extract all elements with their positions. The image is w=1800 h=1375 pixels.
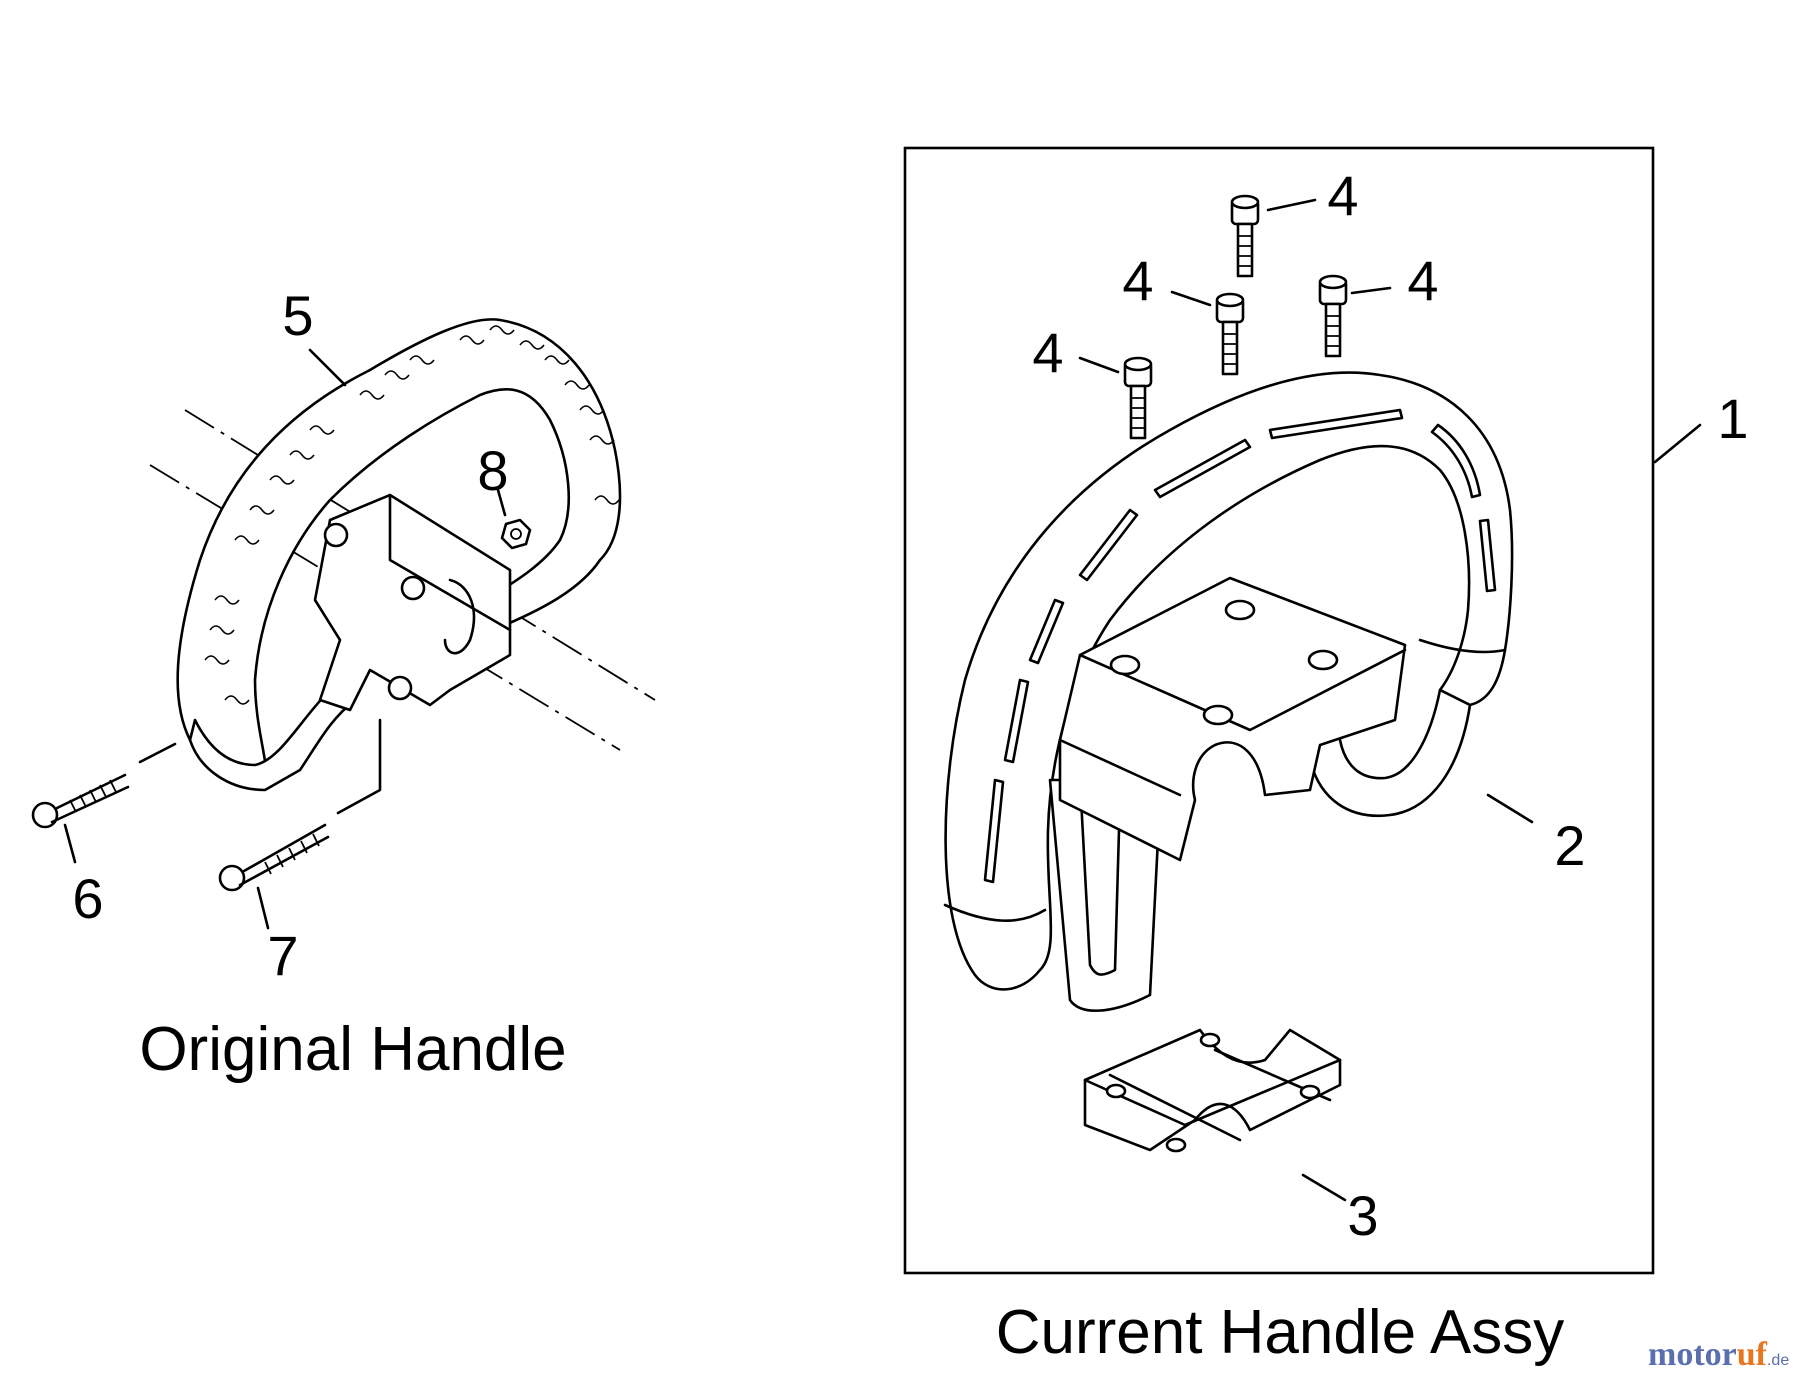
screw-part-6: [31, 773, 130, 829]
current-handle-illustration: [943, 194, 1702, 1202]
leader-7-dash: [336, 718, 382, 815]
original-handle-illustration: [31, 318, 656, 930]
leader-8: [496, 488, 507, 517]
leader-4-middle: [1170, 290, 1212, 307]
callout-1: 1: [1717, 387, 1748, 450]
callout-8: 8: [477, 439, 508, 502]
leader-5: [308, 348, 347, 387]
callout-5: 5: [282, 284, 313, 347]
cap-screw-part-4-right: [1318, 274, 1348, 358]
callout-6: 6: [72, 867, 103, 930]
watermark-tld: .de: [1767, 1352, 1789, 1369]
cap-screw-part-4-middle: [1215, 292, 1245, 376]
callout-3: 3: [1347, 1184, 1378, 1247]
callout-4-middle: 4: [1122, 249, 1153, 312]
upper-clamp-hole-1: [1109, 654, 1141, 676]
lower-clamp-hole-4: [1299, 1084, 1321, 1100]
foam-texture: [204, 325, 620, 705]
clamp-saddle: [443, 578, 476, 655]
handle-grip-slots: [983, 408, 1497, 884]
clamp-screw-hole-middle: [400, 575, 426, 601]
leader-6: [63, 823, 77, 864]
upper-clamp-lower-edge: [1058, 738, 1182, 797]
leader-2: [1486, 793, 1534, 824]
upper-clamp-hole-3: [1202, 704, 1234, 726]
handle-lower-return: [1298, 688, 1472, 818]
lower-clamp-hole-2: [1199, 1032, 1221, 1048]
cap-screw-part-4-left: [1123, 356, 1153, 440]
cap-screw-part-4-top: [1230, 194, 1260, 278]
grip-band-left: [943, 903, 1047, 922]
lower-clamp-hole-3: [1165, 1137, 1187, 1153]
svg-text:motoruf.de: motoruf.de: [1648, 1336, 1789, 1373]
lower-clamp-hole-1: [1105, 1083, 1127, 1099]
upper-clamp-hole-4: [1307, 649, 1339, 671]
leader-6-dash: [138, 742, 177, 764]
caption-current-handle-assy: Current Handle Assy: [996, 1298, 1565, 1367]
clamp-screw-hole-bottom: [387, 675, 413, 701]
callout-4-right: 4: [1407, 249, 1438, 312]
watermark-brand-b: uf: [1737, 1336, 1768, 1373]
leader-3: [1301, 1173, 1347, 1202]
leader-4-right: [1350, 286, 1392, 295]
upper-clamp-block: [1058, 576, 1407, 862]
clamp-screw-hole-top: [323, 522, 349, 548]
leader-1: [1653, 423, 1702, 464]
lower-clamp-groove-1: [1108, 1073, 1242, 1142]
current-assy-frame: [903, 146, 1655, 1275]
callout-4-top: 4: [1327, 164, 1358, 227]
caption-original-handle: Original Handle: [139, 1015, 566, 1084]
watermark-brand-a: motor: [1648, 1336, 1737, 1373]
clamp-edge: [388, 493, 512, 632]
watermark-logo: motoruf.de: [1648, 1336, 1789, 1373]
upper-clamp-edge: [1078, 648, 1407, 732]
screw-part-7: [218, 823, 330, 892]
leader-4-left: [1078, 356, 1120, 374]
leader-7: [256, 886, 270, 930]
leader-4-top: [1266, 198, 1317, 212]
grip-band-right: [1418, 638, 1507, 654]
callout-2: 2: [1554, 814, 1585, 877]
callout-4-left: 4: [1032, 321, 1063, 384]
upper-clamp-hole-2: [1224, 599, 1256, 621]
nut-part-8: [500, 518, 532, 550]
callout-7: 7: [267, 924, 298, 987]
